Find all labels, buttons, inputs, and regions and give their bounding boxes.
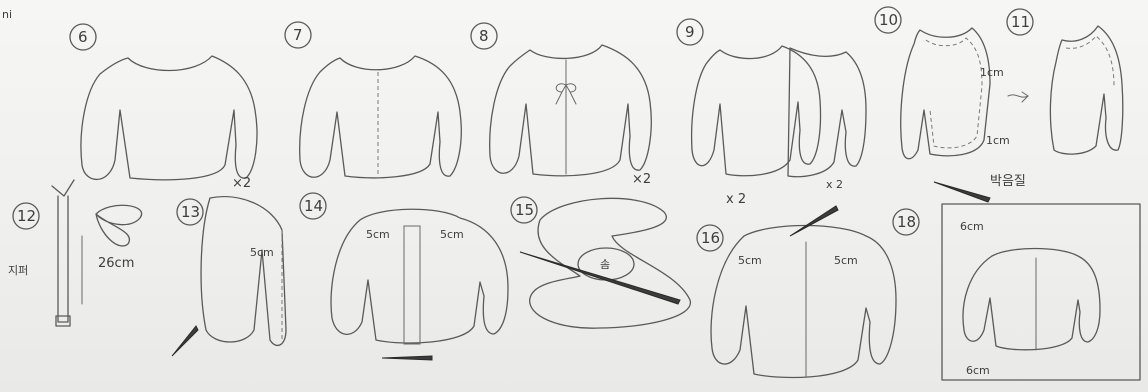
- step-number: 14: [304, 197, 323, 215]
- measure-label: 5cm: [440, 228, 464, 241]
- length-label: 26cm: [98, 256, 134, 271]
- step-number: 11: [1011, 13, 1030, 31]
- sweater-outline-18: [963, 249, 1100, 350]
- sweater-outline-9b: [788, 48, 866, 177]
- measure-label: 5cm: [366, 228, 390, 241]
- measure-label: 5cm: [834, 254, 858, 267]
- sweater-outline-10: [901, 28, 990, 159]
- sweater-outline-13: [201, 197, 286, 346]
- needle-icon-14: [382, 356, 432, 360]
- step-number: 13: [181, 203, 200, 221]
- multiplier-label: ×2: [232, 176, 251, 191]
- stuffing-label: 솜: [600, 256, 610, 272]
- sweater-outline-9a: [692, 46, 821, 176]
- measure-label: 1cm: [986, 134, 1010, 147]
- multiplier-label: x 2: [726, 192, 746, 207]
- step-number: 18: [897, 213, 916, 231]
- step-number: 12: [17, 207, 36, 225]
- margin-label: 6cm: [960, 220, 984, 233]
- margin-label: 6cm: [966, 364, 990, 377]
- step-number: 10: [879, 11, 898, 29]
- measure-label: 1cm: [980, 66, 1004, 79]
- sweater-outline-16: [711, 226, 896, 378]
- step-number: 9: [685, 23, 695, 41]
- step-number: 7: [293, 26, 303, 44]
- needle-icon-13: [172, 326, 198, 356]
- stitch-label: 박음질: [990, 170, 1026, 189]
- zipper-drawing: [52, 180, 74, 322]
- sweater-outline-6: [81, 56, 257, 180]
- measure-label: 5cm: [738, 254, 762, 267]
- zipper-label: 지퍼: [8, 262, 28, 278]
- multiplier-label: x 2: [826, 178, 843, 191]
- step-number: 16: [701, 229, 720, 247]
- multiplier-label: ×2: [632, 172, 651, 187]
- sweater-outline-8: [490, 45, 652, 176]
- step-number: 15: [515, 201, 534, 219]
- needle-icon-10: [934, 182, 990, 202]
- measure-label: 5cm: [250, 246, 274, 259]
- sweater-outline-11: [1050, 26, 1122, 154]
- corner-mark: ni: [2, 8, 12, 21]
- step-number: 6: [78, 28, 88, 46]
- step-number: 8: [479, 27, 489, 45]
- sweater-outline-7: [300, 56, 462, 178]
- needle-icon-16: [790, 206, 838, 236]
